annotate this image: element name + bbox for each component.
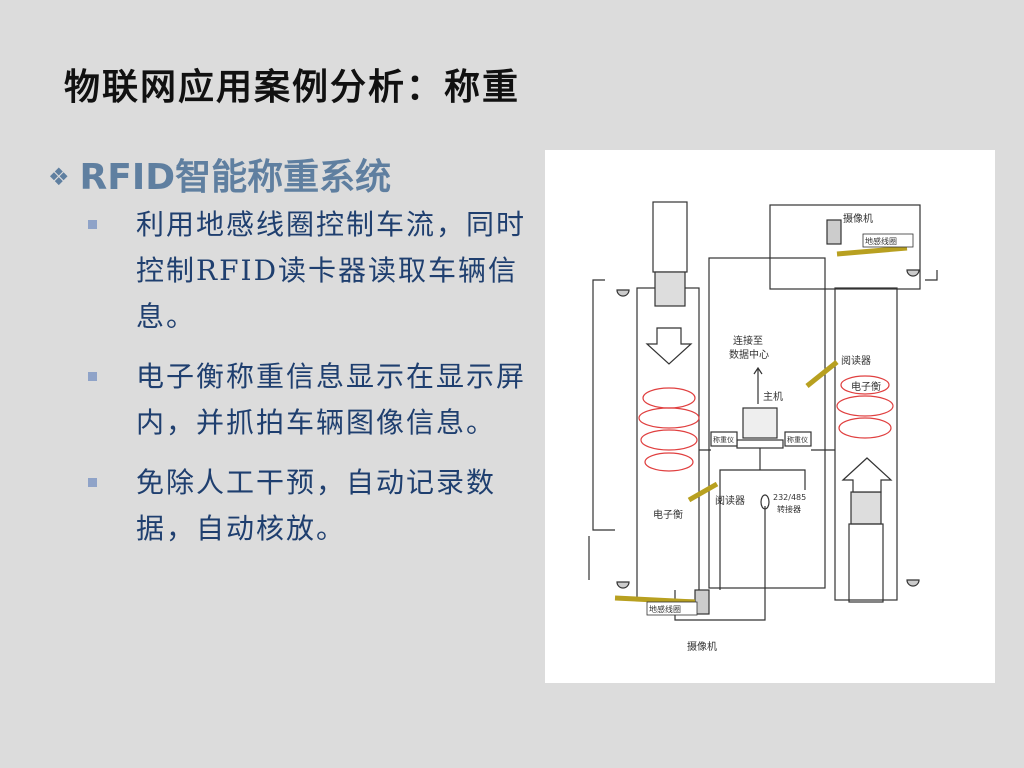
label-reader-right: 阅读器 [841, 354, 871, 367]
right-truck-cab [850, 491, 882, 525]
label-connect-1: 连接至 [733, 334, 763, 347]
label-reader-center: 阅读器 [715, 494, 745, 507]
top-outer-frame [769, 204, 921, 290]
diamond-bullet-icon: ❖ [48, 163, 70, 191]
label-scale-right: 电子衡 [851, 380, 881, 393]
coil [640, 429, 698, 451]
label-converter-1: 232/485 [773, 493, 806, 502]
coil [840, 375, 890, 395]
label-camera-bottom: 摄像机 [687, 640, 717, 653]
label-display-right: 称重仪 [787, 435, 808, 444]
lamp-icon [616, 289, 630, 297]
lamp-icon [616, 581, 630, 589]
converter-icon [760, 494, 770, 510]
square-bullet-icon [88, 372, 97, 381]
left-truck-body [652, 201, 688, 273]
label-converter-2: 转接器 [777, 504, 801, 514]
camera-top-icon [826, 219, 842, 245]
coil [836, 395, 894, 417]
coil [638, 407, 700, 429]
square-bullet-icon [88, 478, 97, 487]
bullet-list: 利用地感线圈控制车流，同时控制RFID读卡器读取车辆信息。 电子衡称重信息显示在… [86, 202, 546, 566]
coil [642, 387, 696, 409]
slide-title: 物联网应用案例分析：称重 [64, 66, 521, 108]
weighing-system-diagram: 摄像机 地感线圈 连接至 数据中心 主机 阅读器 电子衡 称重仪 称重仪 电子衡… [545, 150, 995, 683]
reader-barrier-right [805, 360, 839, 388]
bullet-item: 电子衡称重信息显示在显示屏内，并抓拍车辆图像信息。 [86, 354, 546, 446]
display-left [710, 431, 738, 447]
left-truck-cab [654, 271, 686, 307]
label-loop-bottom: 地感线圈 [649, 604, 681, 614]
barrier-top [836, 245, 908, 257]
up-arrow-small [753, 366, 763, 404]
right-truck-body [848, 523, 884, 603]
display-right [784, 431, 812, 447]
down-arrow-icon [645, 327, 693, 365]
up-arrow-icon [841, 457, 893, 493]
bullet-text: 电子衡称重信息显示在显示屏内，并抓拍车辆图像信息。 [136, 360, 527, 439]
label-camera-top: 摄像机 [843, 212, 873, 225]
label-display-left: 称重仪 [713, 435, 734, 444]
host-monitor [742, 407, 778, 439]
section-heading-text: RFID智能称重系统 [79, 157, 392, 198]
center-building [708, 257, 826, 589]
reader-barrier-left [687, 481, 719, 503]
bullet-text: 免除人工干预，自动记录数据，自动核放。 [136, 466, 497, 545]
label-connect-2: 数据中心 [729, 348, 769, 361]
right-lane [834, 287, 898, 601]
label-scale-left: 电子衡 [653, 508, 683, 521]
barrier-bottom [614, 595, 696, 605]
lamp-icon [906, 579, 920, 587]
coil [838, 417, 892, 439]
bullet-item: 免除人工干预，自动记录数据，自动核放。 [86, 460, 546, 552]
host-base [736, 439, 784, 449]
section-heading: ❖ RFID智能称重系统 [48, 148, 391, 200]
label-host: 主机 [763, 390, 783, 403]
square-bullet-icon [88, 220, 97, 229]
label-loop-top: 地感线圈 [865, 236, 897, 246]
bullet-item: 利用地感线圈控制车流，同时控制RFID读卡器读取车辆信息。 [86, 202, 546, 340]
bullet-text: 利用地感线圈控制车流，同时控制RFID读卡器读取车辆信息。 [136, 208, 527, 333]
coil [644, 452, 694, 472]
lamp-icon [906, 269, 920, 277]
